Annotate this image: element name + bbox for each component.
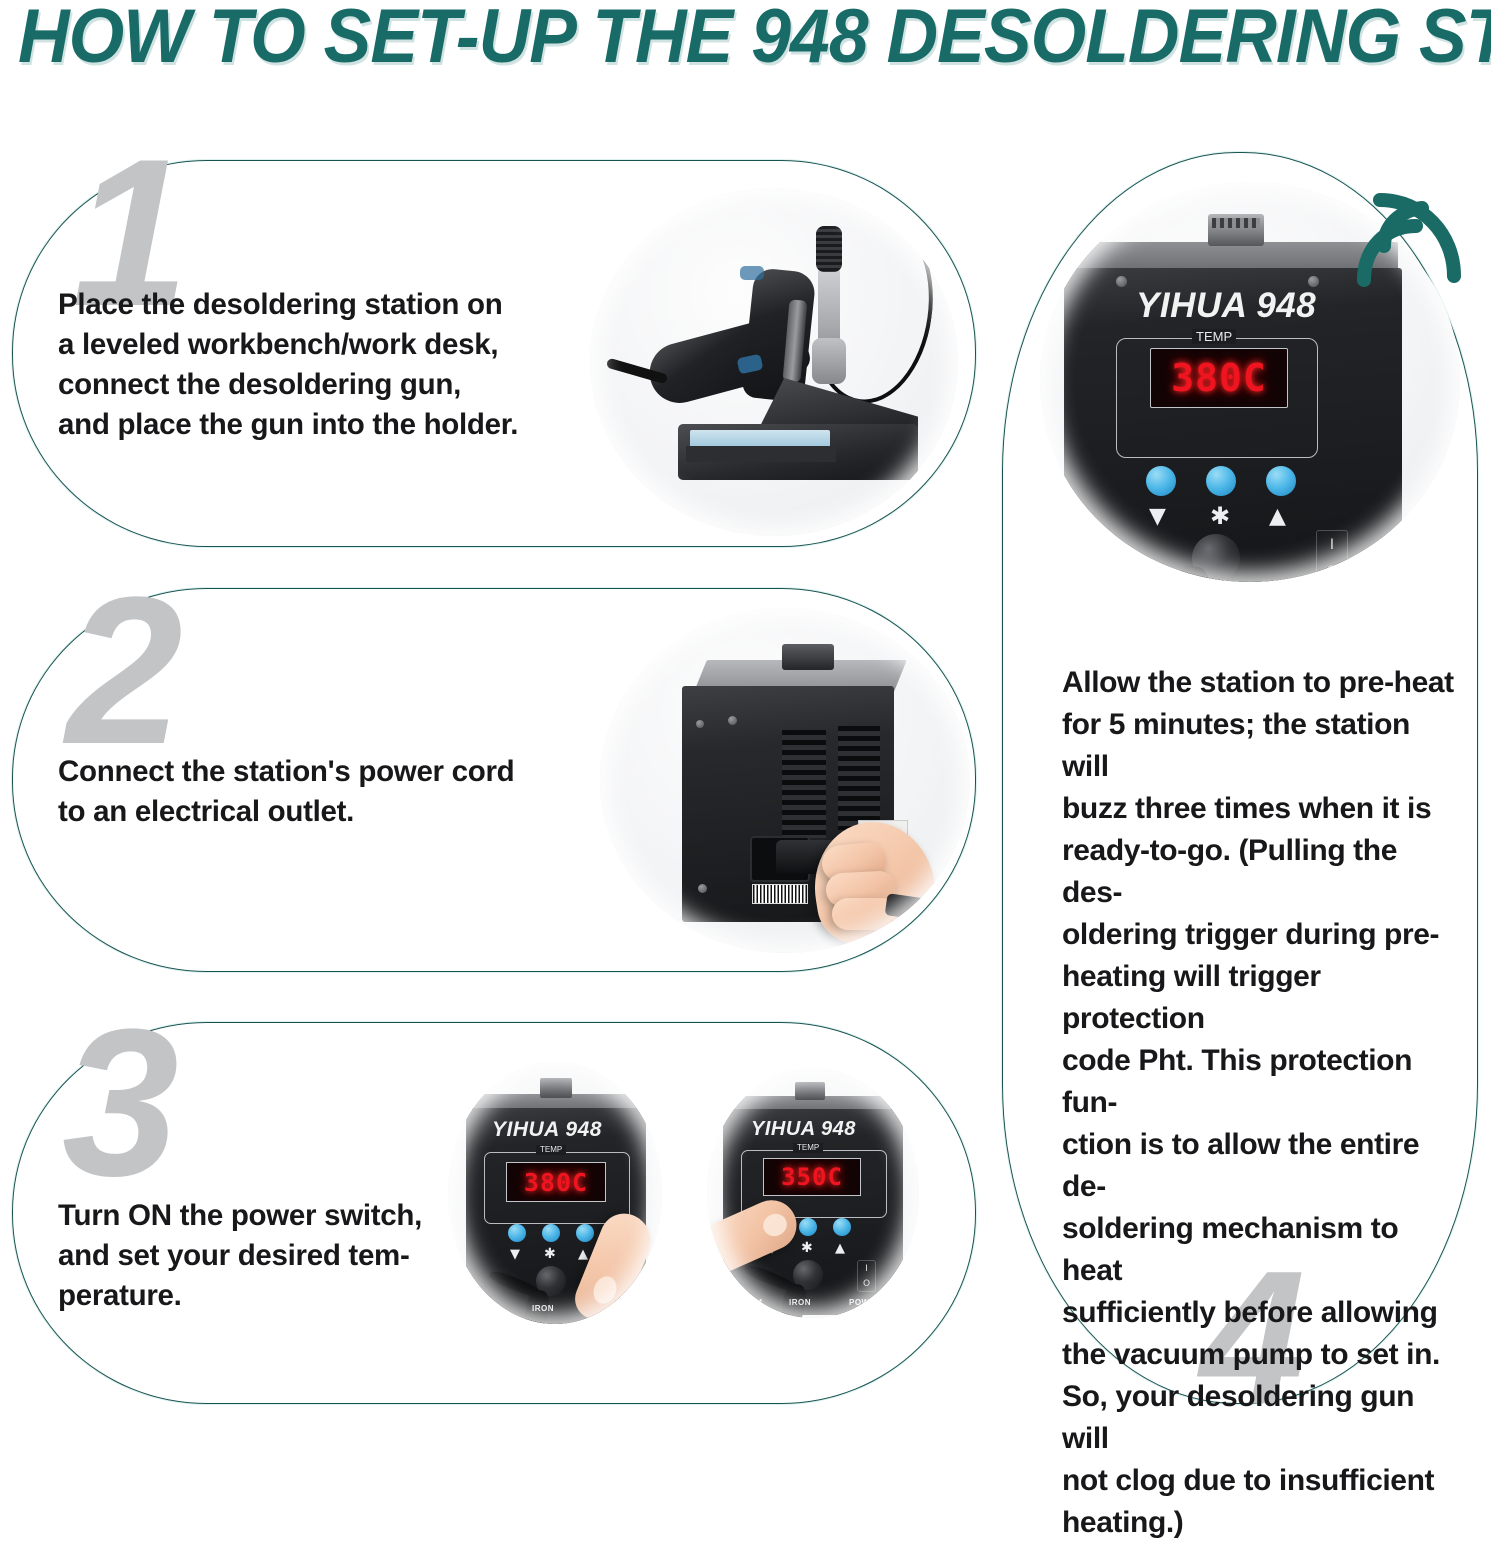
step-2-text: Connect the station's power cord to an e…: [58, 755, 515, 828]
rocker-off-label: O: [862, 1278, 871, 1289]
device-model: 948: [1256, 286, 1317, 325]
down-arrow-icon: ▼: [1149, 504, 1166, 529]
vacuum-port-label: VACUUM: [725, 1298, 763, 1307]
down-arrow-icon: ▼: [510, 1247, 520, 1262]
rocker-on-label: I: [1329, 536, 1335, 553]
star-icon: ✱: [544, 1246, 556, 1262]
device-panel-large-380c: YIHUA 948 TEMP 380C ▼ ✱ ▲ I O VACUUM IRO…: [1040, 182, 1460, 582]
power-rocker-switch[interactable]: I O: [1316, 530, 1348, 582]
up-button[interactable]: [833, 1218, 851, 1236]
step-4-text: Allow the station to pre-heat for 5 minu…: [1062, 666, 1454, 1539]
step-1-text: Place the desoldering station on a level…: [58, 288, 519, 441]
step-3-text: Turn ON the power switch, and set your d…: [58, 1199, 423, 1312]
star-icon: ✱: [801, 1240, 813, 1256]
device-brand: YIHUA: [1136, 286, 1247, 325]
infographic-canvas: HOW TO SET-UP THE 948 DESOLDERING STATIO…: [12, 0, 1491, 1539]
temperature-readout: 380C: [1171, 356, 1267, 400]
desoldering-gun-illustration: [590, 188, 958, 536]
temperature-readout: 380C: [523, 1167, 589, 1197]
temp-label: TEMP: [1192, 329, 1237, 344]
star-button[interactable]: [542, 1224, 560, 1242]
up-button[interactable]: [576, 1224, 594, 1242]
star-icon: ✱: [1210, 502, 1231, 530]
temperature-readout: 350C: [781, 1163, 843, 1191]
step-1-photo-desoldering-gun: [590, 188, 958, 536]
step-2-photo-power-cord: [600, 608, 970, 953]
up-arrow-icon: ▲: [1269, 504, 1286, 529]
rocker-on-label: I: [865, 1263, 868, 1274]
iron-port-label: IRON: [532, 1304, 554, 1313]
device-brand: YIHUA: [751, 1118, 815, 1140]
device-brand: YIHUA: [492, 1118, 560, 1141]
station-rear-with-hand-illustration: [600, 608, 970, 953]
step-1-panel: [12, 160, 976, 547]
step-4-number: 4: [1200, 1232, 1306, 1444]
iron-port-label: IRON: [789, 1298, 811, 1307]
step-2-panel: [12, 588, 976, 972]
temp-label: TEMP: [793, 1143, 824, 1153]
rocker-off-label: O: [1326, 563, 1338, 580]
up-arrow-icon: ▲: [578, 1247, 588, 1262]
power-port-label: POWER: [849, 1298, 882, 1307]
step-4-panel: [1002, 152, 1478, 1404]
star-button[interactable]: [799, 1218, 817, 1236]
step-4-photo-front-panel: YIHUA 948 TEMP 380C ▼ ✱ ▲ I O VACUUM IRO…: [1040, 182, 1460, 582]
device-panel-380c: YIHUA 948 TEMP 380C ▼ ✱ ▲ I O IRON POWER: [448, 1062, 662, 1324]
down-button[interactable]: [1146, 466, 1176, 496]
step-3-photo-power-switch: YIHUA 948 TEMP 380C ▼ ✱ ▲ I O IRON POWER: [448, 1062, 662, 1324]
step-3-photo-set-temperature: YIHUA 948 TEMP 350C ▼ ✱ ▲ I O VACUUM IRO…: [707, 1068, 919, 1318]
step-3-panel: [12, 1022, 976, 1404]
step-3-number: 3: [62, 985, 179, 1220]
buzzer-sound-waves-icon: [1357, 193, 1461, 287]
star-button[interactable]: [1206, 466, 1236, 496]
device-model: 948: [821, 1118, 856, 1140]
page-title: HOW TO SET-UP THE 948 DESOLDERING STATIO…: [18, 0, 1491, 79]
up-button[interactable]: [1266, 466, 1296, 496]
device-panel-350c: YIHUA 948 TEMP 350C ▼ ✱ ▲ I O VACUUM IRO…: [707, 1068, 919, 1318]
step-2-number: 2: [66, 553, 183, 788]
power-rocker-switch[interactable]: I O: [857, 1260, 876, 1292]
step-1-number: 1: [72, 115, 189, 350]
down-button[interactable]: [508, 1224, 526, 1242]
temp-label: TEMP: [536, 1145, 567, 1155]
up-arrow-icon: ▲: [835, 1241, 845, 1256]
device-model: 948: [565, 1118, 602, 1141]
